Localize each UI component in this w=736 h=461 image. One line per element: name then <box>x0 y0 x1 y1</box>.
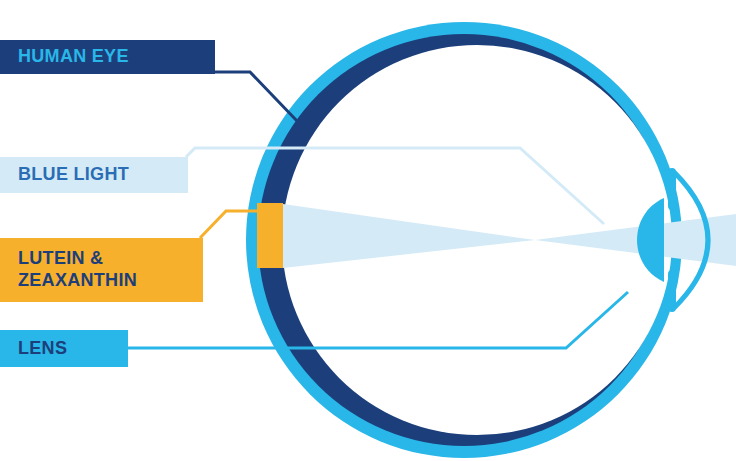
label-text: LENS <box>18 338 67 360</box>
label-text: LUTEIN & ZEAXANTHIN <box>18 248 168 291</box>
label-tag: LENS <box>0 330 128 367</box>
light-beam-out <box>283 204 535 268</box>
leader-line <box>208 72 298 122</box>
leader-line <box>200 211 258 238</box>
macula-pigment <box>257 203 283 268</box>
label-tag: LUTEIN & ZEAXANTHIN <box>0 238 203 302</box>
eye-lens <box>637 198 664 282</box>
label-text: BLUE LIGHT <box>18 164 129 186</box>
label-tag: BLUE LIGHT <box>0 157 188 193</box>
label-tag: HUMAN EYE <box>0 40 215 74</box>
cornea <box>674 172 708 308</box>
label-text: HUMAN EYE <box>18 46 129 68</box>
leader-line <box>186 148 604 224</box>
